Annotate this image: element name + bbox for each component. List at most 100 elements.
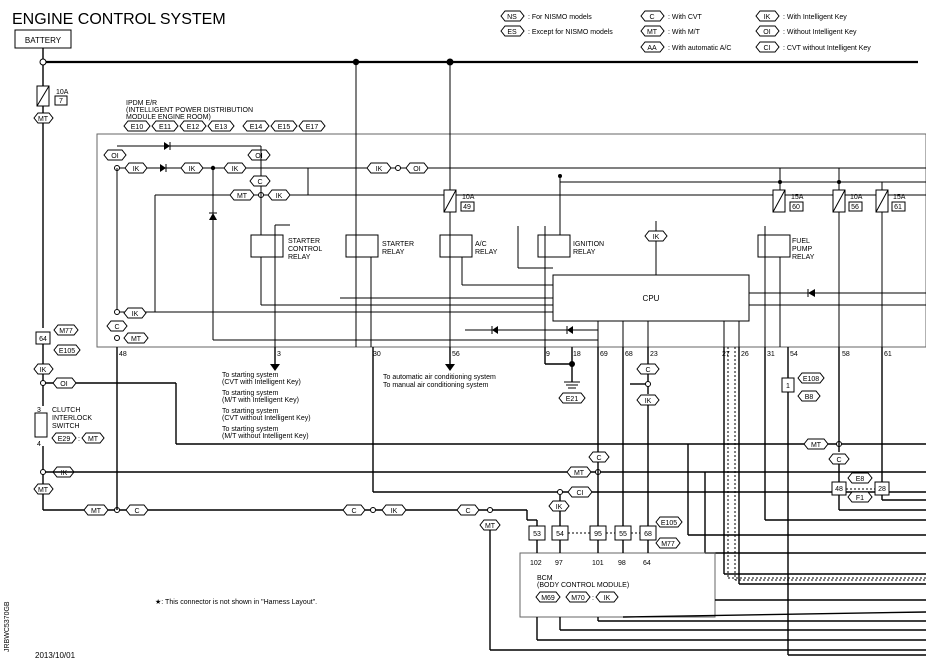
svg-text:97: 97 (555, 560, 563, 567)
svg-text:E108: E108 (803, 376, 819, 383)
ignition-relay: IGNITION RELAY (537, 234, 604, 258)
svg-text:7: 7 (59, 98, 63, 105)
svg-text:IK: IK (189, 166, 196, 173)
svg-text:To starting system: To starting system (222, 408, 279, 415)
svg-text:To starting system: To starting system (222, 390, 279, 397)
svg-text:E105: E105 (661, 520, 677, 527)
svg-text:27: 27 (722, 351, 730, 358)
svg-text::: : (78, 436, 80, 443)
svg-text:E8: E8 (856, 476, 865, 483)
svg-text:BCM: BCM (537, 575, 553, 582)
svg-text:To starting system: To starting system (222, 426, 279, 433)
svg-text:IK: IK (764, 14, 771, 21)
svg-text:M69: M69 (541, 595, 555, 602)
svg-text:48: 48 (835, 486, 843, 493)
svg-text:To automatic air conditioning: To automatic air conditioning system (383, 374, 496, 381)
starter-control-relay: STARTER CONTROL RELAY (250, 234, 322, 261)
svg-text:MT: MT (131, 336, 142, 343)
svg-text:IK: IK (276, 193, 283, 200)
cpu-box (552, 274, 750, 322)
doc-code: JRBWC5370GB (4, 601, 11, 652)
svg-text:53: 53 (533, 531, 541, 538)
svg-text:31: 31 (767, 351, 775, 358)
ipdm-er-box (96, 133, 926, 348)
date-stamp: 2013/10/01 (35, 651, 76, 660)
svg-text:E11: E11 (159, 124, 171, 131)
starting-system-notes: To starting system (CVT with Intelligent… (222, 372, 311, 440)
svg-text:CONTROL: CONTROL (288, 246, 322, 253)
svg-text:STARTER: STARTER (288, 238, 320, 245)
svg-text:FUEL: FUEL (792, 238, 810, 245)
svg-text:IK: IK (653, 234, 660, 241)
svg-text:MT: MT (91, 508, 102, 515)
svg-text::: : (592, 595, 594, 602)
svg-text:IK: IK (132, 311, 139, 318)
legend-aa: AA : With automatic A/C (640, 41, 731, 53)
svg-text:RELAY: RELAY (475, 249, 498, 256)
bcm-pins: 53 54 95 55 68 102 97 101 98 64 (528, 525, 657, 567)
svg-text:98: 98 (618, 560, 626, 567)
svg-text:C: C (649, 14, 654, 21)
svg-text:56: 56 (452, 351, 460, 358)
svg-text:3: 3 (277, 351, 281, 358)
svg-text:10A: 10A (850, 194, 863, 201)
svg-text:1: 1 (786, 383, 790, 390)
svg-text:OI: OI (763, 29, 770, 36)
svg-text:B8: B8 (805, 394, 814, 401)
svg-text:: CVT without Intelligent Key: : CVT without Intelligent Key (783, 45, 871, 52)
ipdm-connectors: E10 E11 E12 E13 E14 E15 E17 (123, 120, 326, 132)
legend-ik: IK : With Intelligent Key (755, 10, 847, 22)
svg-text:69: 69 (600, 351, 608, 358)
svg-text:: With CVT: : With CVT (668, 14, 703, 21)
svg-text:61: 61 (894, 204, 902, 211)
svg-text:61: 61 (884, 351, 892, 358)
svg-text:E14: E14 (250, 124, 263, 131)
svg-text:C: C (465, 508, 470, 515)
svg-text:28: 28 (878, 486, 886, 493)
svg-text:: For NISMO models: : For NISMO models (528, 14, 592, 21)
svg-text:(INTELLIGENT POWER DISTRIBUTIO: (INTELLIGENT POWER DISTRIBUTION (126, 107, 253, 114)
svg-text:MT: MT (88, 436, 99, 443)
svg-text:MT: MT (647, 29, 658, 36)
svg-text:CI: CI (764, 45, 771, 52)
svg-text:A/C: A/C (475, 241, 487, 248)
svg-text:INTERLOCK: INTERLOCK (52, 415, 92, 422)
svg-text:AA: AA (647, 45, 657, 52)
svg-text:: With automatic A/C: : With automatic A/C (668, 45, 731, 52)
svg-text:C: C (351, 508, 356, 515)
ac-relay: A/C RELAY (439, 234, 498, 258)
clutch-interlock-switch (34, 412, 48, 438)
svg-text:RELAY: RELAY (288, 254, 311, 261)
svg-text:10A: 10A (56, 89, 69, 96)
svg-text:C: C (596, 455, 601, 462)
svg-text:9: 9 (546, 351, 550, 358)
svg-text:OI: OI (413, 166, 420, 173)
svg-text:CLUTCH: CLUTCH (52, 407, 80, 414)
legend-oi: OI : Without Intelligent Key (755, 25, 857, 37)
svg-text:C: C (836, 457, 841, 464)
svg-text:E105: E105 (59, 348, 75, 355)
svg-text:(M/T without Intelligent Key): (M/T without Intelligent Key) (222, 433, 309, 440)
svg-text:IK: IK (604, 595, 611, 602)
svg-text:IPDM E/R: IPDM E/R (126, 100, 157, 107)
svg-text:MT: MT (811, 442, 822, 449)
svg-text:48: 48 (119, 351, 127, 358)
svg-text:ES: ES (507, 29, 517, 36)
svg-text:F1: F1 (856, 495, 864, 502)
svg-text:64: 64 (643, 560, 651, 567)
svg-text:(CVT with Intelligent Key): (CVT with Intelligent Key) (222, 379, 301, 386)
svg-text:E17: E17 (306, 124, 319, 131)
svg-text:IK: IK (556, 504, 563, 511)
svg-text:IK: IK (133, 166, 140, 173)
svg-text:E15: E15 (278, 124, 291, 131)
page-title: ENGINE CONTROL SYSTEM (12, 11, 226, 28)
svg-text:IGNITION: IGNITION (573, 241, 604, 248)
svg-text:E29: E29 (58, 436, 71, 443)
svg-text:PUMP: PUMP (792, 246, 813, 253)
svg-text:54: 54 (790, 351, 798, 358)
svg-text:IK: IK (40, 367, 47, 374)
cpu-label: CPU (643, 294, 660, 303)
svg-text:: Without Intelligent Key: : Without Intelligent Key (783, 29, 857, 36)
svg-text:10A: 10A (462, 194, 475, 201)
svg-text:IK: IK (645, 398, 652, 405)
